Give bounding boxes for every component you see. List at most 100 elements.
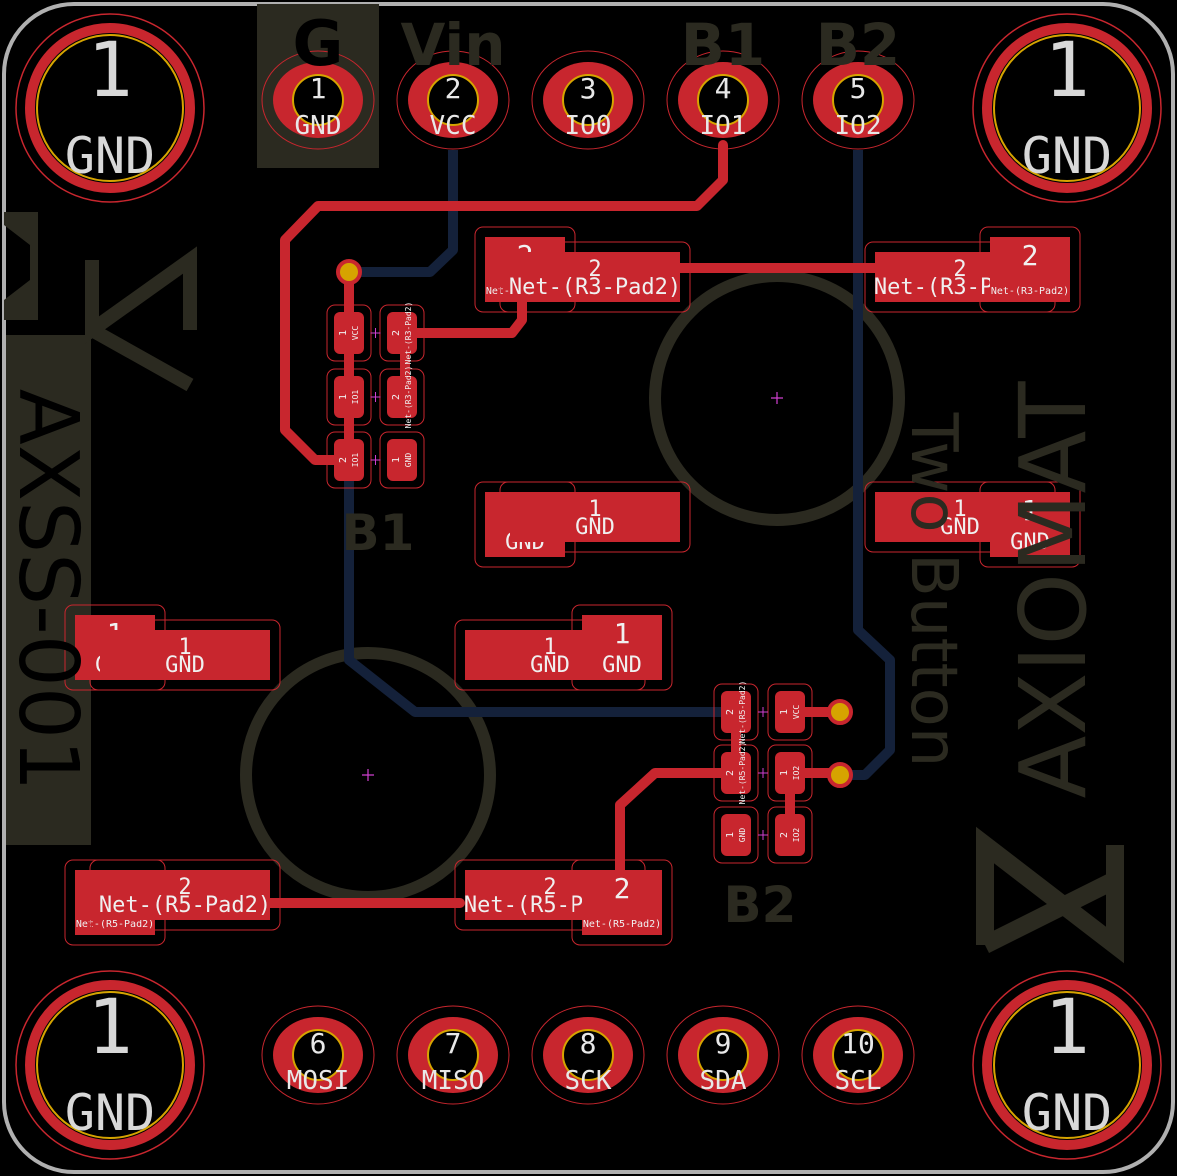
r1-c-p2-num: 1 — [391, 457, 402, 463]
mount-hole-clearance-1 — [15, 13, 205, 203]
pad-sw2-c-1-net: GND — [530, 653, 570, 678]
r2-a-p1 — [721, 691, 751, 733]
pad-sw2-b-2-net: Net-(R5-Pad2) — [99, 893, 271, 918]
top-pin-net-4: IO1 — [700, 111, 747, 141]
pad-sw2-b-1 — [100, 630, 270, 680]
vias — [336, 259, 853, 788]
top-pin-clearance-1 — [261, 50, 375, 150]
top-pin-number-3: 3 — [580, 72, 597, 105]
pad-sw1-d-1-clearance — [979, 481, 1081, 568]
r2-c-p1 — [721, 814, 751, 856]
top-pin-clearance-3 — [531, 50, 645, 150]
r2-a-p2-num: 1 — [779, 709, 790, 715]
r1-b-p2-num: 2 — [391, 394, 402, 400]
r2-b-p1-num: 2 — [725, 770, 736, 776]
button-pads: 2Net-(R3-Pad2)2Net-(R3-Pad2)2Net-(R3-Pad… — [64, 226, 1081, 946]
pad-sw1-b-2-net: Net-(R3-Pad2) — [509, 275, 681, 300]
bottom-pin-clearance-3 — [531, 1005, 645, 1105]
bottom-pin-clearance-5 — [801, 1005, 915, 1105]
pad-sw2-c-2-number: 2 — [543, 875, 556, 900]
bottom-pin-drill-5 — [832, 1029, 884, 1081]
pad-sw1-d-1 — [990, 492, 1070, 557]
r1-b-p2-net: Net-(R3-Pad2) — [404, 366, 413, 429]
left-notch-shape — [4, 212, 38, 320]
bottom-pin-drill-4 — [697, 1029, 749, 1081]
r2-b-p2 — [775, 752, 805, 794]
mount-hole-drill-1 — [36, 34, 184, 182]
top-pin-number-4: 4 — [715, 72, 732, 105]
r2-a-p2 — [775, 691, 805, 733]
pad-sw2-d-2-number: 2 — [614, 872, 631, 905]
r1-c-p2 — [387, 439, 417, 481]
top-pin-drill-2 — [427, 74, 479, 126]
r2-c-p2-net: IO2 — [792, 828, 801, 843]
top-pin-number-5: 5 — [850, 72, 867, 105]
mount-hole-drill-3 — [36, 991, 184, 1139]
top-pin-clearance-5 — [801, 50, 915, 150]
pad-sw1-b-1-number: 1 — [588, 497, 601, 522]
silk-vin-label: Vin — [400, 11, 505, 79]
mount-hole-clearance-3 — [15, 970, 205, 1160]
bottom-pin-number-4: 9 — [715, 1027, 732, 1060]
r1-c-p2-net: GND — [404, 453, 413, 468]
pad-sw1-b-2 — [510, 252, 680, 302]
r1-a-center — [370, 328, 381, 338]
top-pin-number-2: 2 — [445, 72, 462, 105]
mount-hole-ring-1 — [25, 23, 195, 193]
pad-sw2-b-2-clearance — [89, 859, 281, 931]
top-pin-drill-5 — [832, 74, 884, 126]
bottom-pin-drill-3 — [562, 1029, 614, 1081]
pad-sw2-b-2-number: 2 — [178, 875, 191, 900]
top-pin-drill-3 — [562, 74, 614, 126]
pad-sw2-c-1-number: 1 — [543, 635, 556, 660]
pad-sw1-d-2 — [990, 237, 1070, 302]
r1-c-p1-net: IO1 — [351, 453, 360, 468]
silk-two-button: Two Button — [896, 412, 970, 768]
pad-sw1-d-2-clearance — [979, 226, 1081, 313]
silk-b2-label: B2 — [724, 876, 797, 934]
r2-a-center — [758, 707, 768, 717]
pad-sw1-b-1-net: GND — [575, 515, 615, 540]
pad-sw1-b-2-clearance — [499, 241, 691, 313]
pad-sw1-c-2-number: 2 — [953, 257, 966, 282]
r2-c-p1-num: 1 — [725, 832, 736, 838]
bottom-pin-number-3: 8 — [580, 1027, 597, 1060]
pad-sw2-b-2 — [100, 870, 270, 920]
r2-b-p2-net: IO2 — [792, 766, 801, 781]
silk-b1-label: B1 — [342, 504, 415, 562]
top-pin-drill-1 — [292, 74, 344, 126]
bottom-pin-drill-1 — [292, 1029, 344, 1081]
r1-c-center — [370, 455, 381, 465]
back-traces — [344, 150, 895, 780]
r2-c-p2 — [775, 814, 805, 856]
pad-sw1-d-2-net: Net-(R3-Pad2) — [991, 286, 1069, 297]
pad-sw2-d-2-clearance — [571, 859, 673, 946]
mount-hole-number-1: 1 — [87, 25, 133, 114]
top-pin-number-1: 1 — [310, 72, 327, 105]
top-pin-drill-4 — [697, 74, 749, 126]
mount-hole-net-2: GND — [1022, 127, 1112, 185]
mount-hole-number-3: 1 — [87, 982, 133, 1071]
r1-c-p1 — [334, 439, 364, 481]
r1-b-p2 — [387, 376, 417, 418]
mount-hole-ring-3 — [25, 980, 195, 1150]
pad-sw1-b-1 — [510, 492, 680, 542]
mount-hole-drill-4 — [993, 991, 1141, 1139]
logo-mark-right — [976, 826, 1124, 964]
r2-c-p1-net: GND — [738, 828, 747, 843]
r1-a-p2 — [387, 312, 417, 354]
r1-a-p2-net: Net-(R3-Pad2) — [404, 302, 413, 365]
r1-b-p1 — [334, 376, 364, 418]
pad-sw2-d-1-number: 1 — [614, 617, 631, 650]
bottom-pin-net-4: SDA — [700, 1066, 747, 1096]
r2-c-center — [758, 830, 768, 840]
mount-hole-clearance-2 — [972, 13, 1162, 203]
pad-sw1-b-1-clearance — [499, 481, 691, 553]
